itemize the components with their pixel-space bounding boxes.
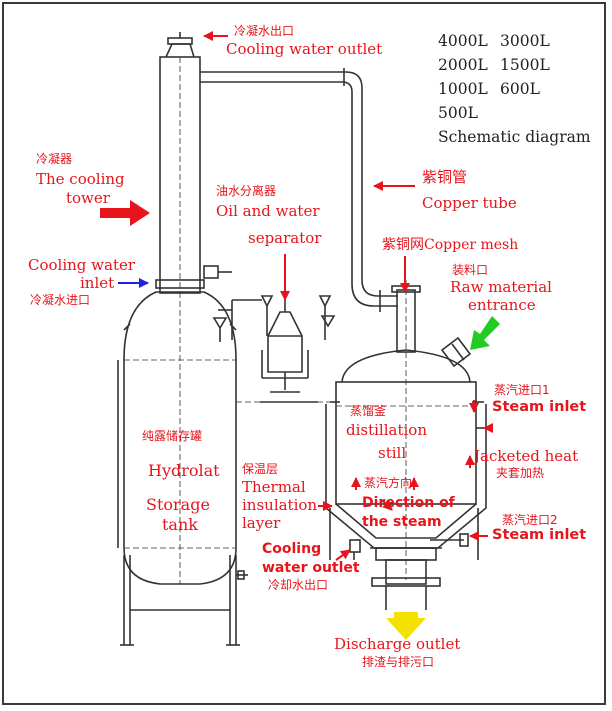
insulation-cn: 保温层 (242, 462, 279, 476)
capacity-500: 500L (438, 104, 478, 122)
jacketed-heat-cn: 夹套加热 (496, 466, 545, 480)
jacketed-heat-en: Jacketed heat (474, 447, 579, 465)
distillation-cn: 蒸馏釜 (350, 404, 387, 418)
arrow-raw-material (470, 316, 500, 350)
capacity-1000: 1000L (438, 80, 488, 98)
diagram-title: Schematic diagram (438, 128, 591, 146)
steam-direction-cn: 蒸汽方向 (364, 476, 413, 490)
insulation-en-line3: layer (242, 514, 281, 532)
distillation-en-line1: distillation (346, 421, 427, 439)
copper-tube-en: Copper tube (422, 194, 517, 212)
steam-inlet2-cn: 蒸汽进口2 (502, 513, 558, 527)
steam-inlet1-en: Steam inlet (492, 399, 587, 415)
capacity-4000: 4000L (438, 32, 488, 50)
hydrolat-en-line1: Hydrolat (148, 461, 220, 480)
arrow-discharge (386, 612, 426, 640)
capacity-3000: 3000L (500, 32, 550, 50)
condenser (155, 32, 232, 294)
cooling-outlet-top-en: Cooling water outlet (226, 40, 383, 58)
cooling-outlet-bottom-en-line1: Cooling (262, 541, 322, 557)
hydrolat-tank (117, 291, 248, 646)
separator-en-line2: separator (248, 229, 322, 247)
cooling-inlet-en-line2: inlet (80, 274, 115, 292)
steam-inlet1-cn: 蒸汽进口1 (494, 383, 550, 397)
capacity-1500: 1500L (500, 56, 550, 74)
copper-tube (200, 68, 398, 403)
raw-material-en-line1: Raw material (450, 278, 552, 296)
cooling-tower-cn: 冷凝器 (36, 152, 73, 166)
raw-material-cn: 装料口 (452, 263, 489, 277)
cooling-inlet-cn: 冷凝水进口 (30, 293, 91, 307)
diagram-frame (2, 2, 606, 705)
arrow-cooling-outlet-bottom (335, 549, 351, 561)
arrow-cooling-tower (100, 200, 150, 226)
cooling-outlet-bottom-en-line2: water outlet (262, 560, 360, 576)
cooling-tower-en-line1: The cooling (36, 170, 125, 188)
hydrolat-en-line3: tank (162, 515, 198, 534)
insulation-en-line2: insulation (242, 496, 318, 514)
steam-inlet2-en: Steam inlet (492, 527, 587, 543)
insulation-en-line1: Thermal (242, 478, 306, 496)
equipment-lines (117, 32, 487, 646)
hydrolat-cn: 纯露储存罐 (142, 429, 203, 443)
capacity-600: 600L (500, 80, 540, 98)
hydrolat-en-line2: Storage (146, 495, 210, 514)
copper-tube-cn: 紫铜管 (422, 168, 468, 186)
cooling-outlet-top-cn: 冷凝水出口 (234, 24, 295, 38)
separator-en-line1: Oil and water (216, 202, 320, 220)
oil-water-separator (231, 295, 336, 403)
discharge-en: Discharge outlet (334, 635, 461, 653)
capacity-2000: 2000L (438, 56, 488, 74)
cooling-inlet-en-line1: Cooling water (28, 256, 136, 274)
cooling-tower-en-line2: tower (66, 189, 110, 207)
separator-cn: 油水分离器 (216, 184, 277, 198)
arrow-steam-direction (381, 499, 393, 511)
copper-mesh-label: 紫铜网Copper mesh (382, 237, 519, 253)
distillation-en-line2: still (378, 444, 407, 462)
steam-direction-en-line1: Direction of (362, 495, 455, 511)
annotation-arrows (100, 31, 500, 640)
discharge-cn: 排渣与排污口 (362, 655, 435, 669)
cooling-outlet-bottom-cn: 冷却水出口 (268, 578, 329, 592)
raw-material-en-line2: entrance (468, 296, 536, 314)
steam-direction-en-line2: the steam (362, 514, 442, 530)
